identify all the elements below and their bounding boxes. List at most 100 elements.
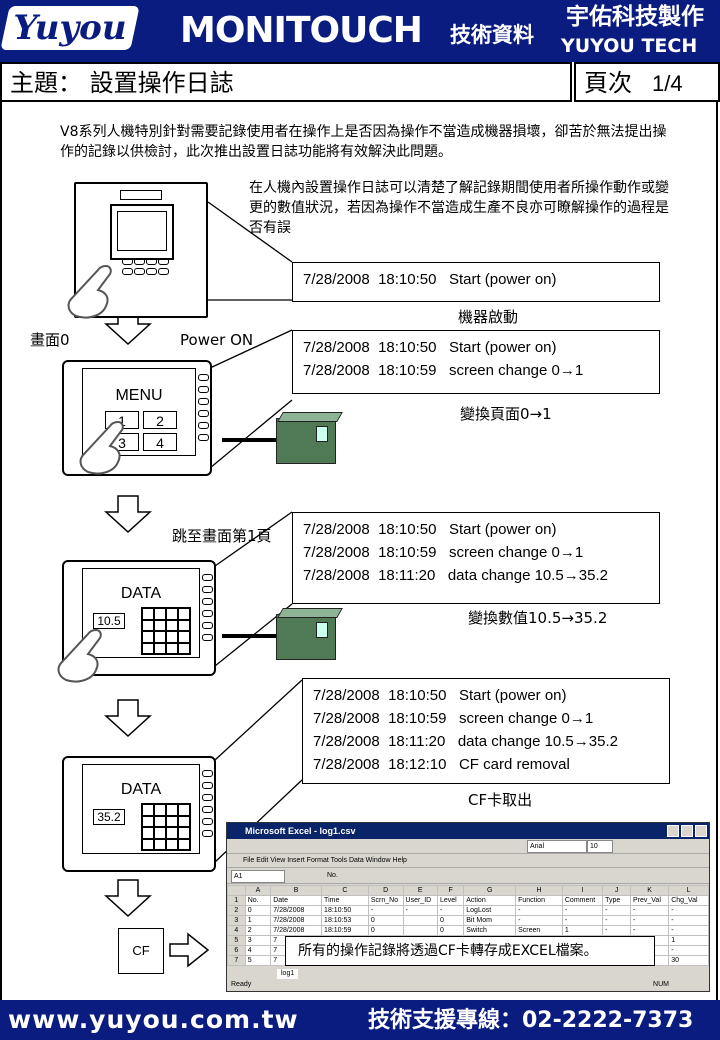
column-header[interactable]: H	[515, 885, 563, 896]
table-cell[interactable]: No.	[244, 895, 272, 906]
table-cell[interactable]: -	[602, 915, 631, 926]
table-cell[interactable]: -	[402, 905, 438, 916]
cell-reference[interactable]: A1	[231, 870, 285, 883]
log-box-1: 7/28/2008 18:10:50 Start (power on)	[292, 262, 660, 302]
log-box-4: 7/28/2008 18:10:50 Start (power on) 7/28…	[302, 678, 670, 784]
log-line: 7/28/2008 18:10:50 Start (power on)	[303, 271, 557, 288]
table-cell[interactable]: Function	[515, 895, 563, 906]
table-cell[interactable]: -	[668, 925, 709, 936]
sheet-tab-log1[interactable]: log1	[277, 969, 299, 979]
table-cell[interactable]: Bit Mom	[463, 915, 517, 926]
table-cell[interactable]: -	[602, 925, 631, 936]
table-cell[interactable]: 18:10:53	[321, 915, 369, 926]
finger-icon-3	[57, 628, 102, 683]
table-cell[interactable]: 7	[227, 955, 246, 966]
table-cell[interactable]: -	[561, 905, 604, 916]
table-cell[interactable]: 0	[436, 925, 465, 936]
font-name-select[interactable]: Arial	[527, 840, 587, 853]
status-bar: Ready NUM	[227, 979, 709, 991]
table-cell[interactable]: 4	[227, 925, 246, 936]
table-cell[interactable]: Type	[602, 895, 631, 906]
website-url[interactable]: www.yuyou.com.tw	[8, 1005, 299, 1034]
table-cell[interactable]: Action	[463, 895, 517, 906]
minimize-icon[interactable]	[667, 825, 679, 837]
table-cell[interactable]: 3	[227, 915, 246, 926]
sheet-tabs: log1	[227, 969, 709, 979]
table-cell[interactable]: -	[629, 905, 670, 916]
menu-button-4[interactable]: 4	[143, 433, 177, 451]
column-header[interactable]: K	[629, 885, 670, 896]
column-header[interactable]: G	[463, 885, 517, 896]
column-header[interactable]: L	[668, 885, 709, 896]
table-cell[interactable]: 1	[561, 925, 604, 936]
table-cell[interactable]: -	[668, 945, 709, 956]
menu-button-2[interactable]: 2	[143, 411, 177, 429]
table-cell[interactable]: -	[367, 905, 404, 916]
column-header[interactable]	[227, 885, 246, 896]
maximize-icon[interactable]	[681, 825, 693, 837]
table-cell[interactable]: -	[515, 915, 563, 926]
column-header[interactable]: C	[321, 885, 369, 896]
table-cell[interactable]: Level	[436, 895, 465, 906]
log-box-2: 7/28/2008 18:10:50 Start (power on) 7/28…	[292, 330, 660, 394]
table-cell[interactable]: 1	[227, 895, 246, 906]
column-header[interactable]: A	[244, 885, 272, 896]
table-cell[interactable]: -	[436, 905, 465, 916]
table-cell[interactable]: Date	[270, 895, 323, 906]
close-icon[interactable]	[695, 825, 707, 837]
table-cell[interactable]: Time	[321, 895, 369, 906]
table-cell[interactable]: 0	[244, 905, 272, 916]
column-header[interactable]: E	[402, 885, 438, 896]
font-size-select[interactable]: 10	[587, 840, 613, 853]
table-cell[interactable]: LogLost	[463, 905, 517, 916]
table-cell[interactable]: Comment	[561, 895, 604, 906]
table-cell[interactable]: 7/28/2008	[270, 905, 323, 916]
table-cell[interactable]: 6	[227, 945, 246, 956]
table-cell[interactable]	[402, 915, 438, 926]
table-cell[interactable]: Chg_Val	[668, 895, 709, 906]
table-cell[interactable]: 7/28/2008	[270, 915, 323, 926]
column-header[interactable]: B	[270, 885, 323, 896]
column-header[interactable]: D	[367, 885, 404, 896]
table-cell[interactable]: 4	[244, 945, 272, 956]
table-cell[interactable]: 18:10:59	[321, 925, 369, 936]
column-header[interactable]: I	[561, 885, 604, 896]
table-cell[interactable]: -	[668, 905, 709, 916]
table-cell[interactable]: Prev_Val	[629, 895, 670, 906]
table-cell[interactable]: 0	[436, 915, 465, 926]
table-cell[interactable]: -	[561, 915, 604, 926]
table-cell[interactable]: 30	[668, 955, 709, 966]
table-cell[interactable]: Scrn_No	[367, 895, 404, 906]
table-cell[interactable]: -	[668, 915, 709, 926]
table-cell[interactable]: Screen	[515, 925, 563, 936]
data-title-1: DATA	[120, 585, 162, 602]
keypad-grid-2[interactable]	[141, 803, 191, 851]
table-cell[interactable]: -	[602, 905, 631, 916]
table-cell[interactable]: 3	[244, 935, 272, 946]
table-cell[interactable]: 18:10:50	[321, 905, 369, 916]
column-header[interactable]: F	[436, 885, 465, 896]
table-cell[interactable]: User_ID	[402, 895, 438, 906]
data-value-before[interactable]: 10.5	[93, 613, 125, 629]
excel-menu-bar[interactable]: File Edit View Insert Format Tools Data …	[227, 854, 709, 868]
table-cell[interactable]: 5	[227, 935, 246, 946]
table-cell[interactable]: 1	[668, 935, 709, 946]
table-cell[interactable]: 0	[367, 925, 404, 936]
data-value-after[interactable]: 35.2	[93, 809, 125, 825]
table-cell[interactable]	[402, 925, 438, 936]
table-cell[interactable]: 5	[244, 955, 272, 966]
table-cell[interactable]: 2	[244, 925, 272, 936]
log-line: 7/28/2008 18:10:59 screen change 0→1	[303, 362, 584, 379]
formula-value[interactable]: No.	[327, 872, 338, 879]
column-header[interactable]: J	[602, 885, 631, 896]
table-cell[interactable]: -	[629, 915, 670, 926]
table-cell[interactable]: 1	[244, 915, 272, 926]
table-cell[interactable]: -	[515, 905, 563, 916]
log-caption-3: 變換數值10.5→35.2	[468, 609, 608, 627]
table-cell[interactable]: -	[629, 925, 670, 936]
table-cell[interactable]: 0	[367, 915, 404, 926]
keypad-grid-1[interactable]	[141, 607, 191, 655]
table-cell[interactable]: 7/28/2008	[270, 925, 323, 936]
table-cell[interactable]: Switch	[463, 925, 517, 936]
table-cell[interactable]: 2	[227, 905, 246, 916]
